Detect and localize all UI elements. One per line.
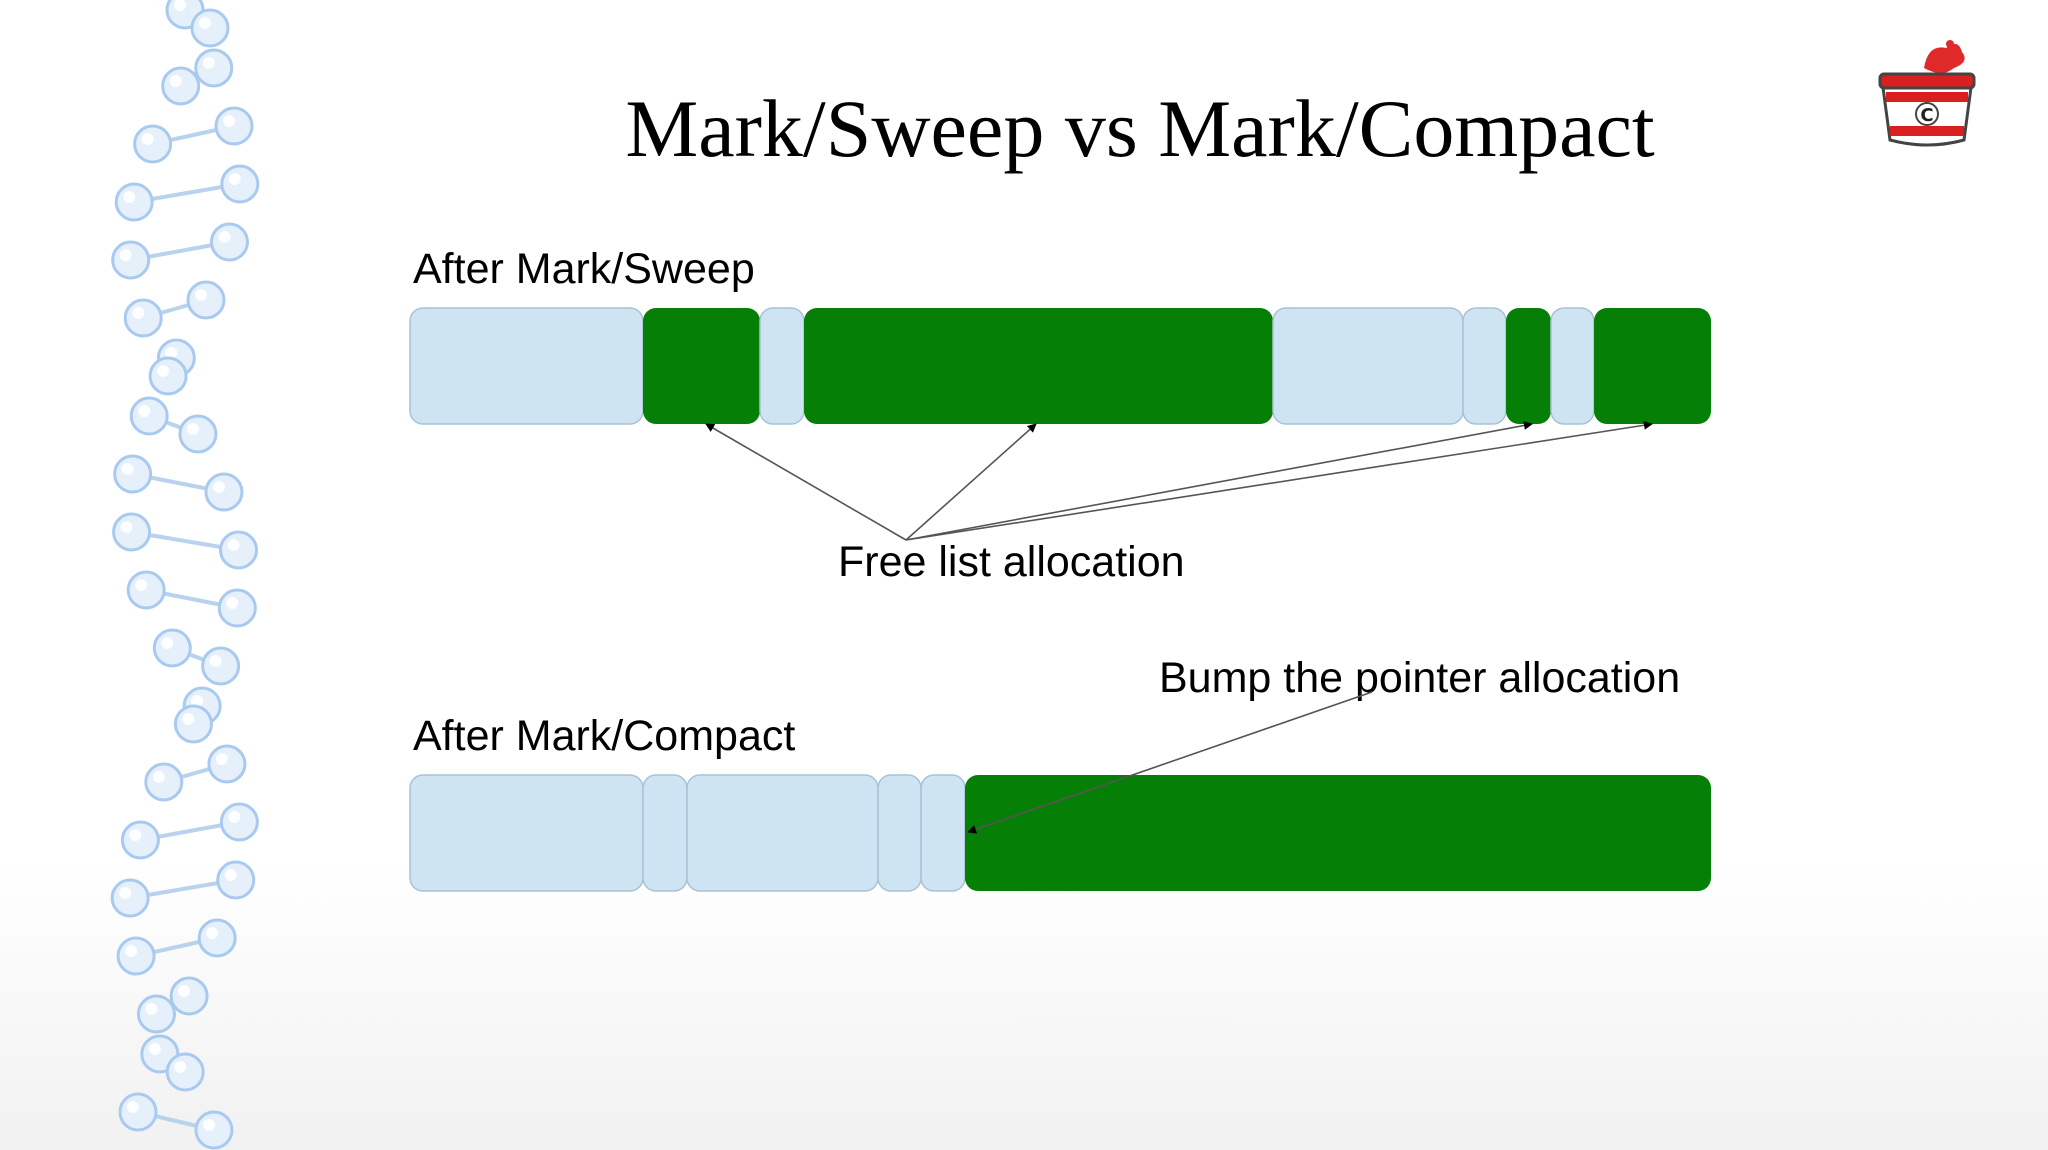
dna-atom-highlight (203, 1119, 215, 1131)
sweep-block-live (1594, 308, 1711, 424)
allocation-arrows (706, 424, 1652, 832)
dna-atom (180, 416, 216, 452)
dna-atom-highlight (120, 249, 132, 261)
dna-atom-highlight (187, 423, 199, 435)
dna-atom (222, 166, 258, 202)
dna-atom (196, 50, 232, 86)
mark-compact-label: After Mark/Compact (413, 715, 795, 758)
dna-atom (113, 242, 149, 278)
compact-block-live (965, 775, 1711, 891)
compact-block-free (643, 775, 687, 891)
dna-atom (150, 358, 186, 394)
dna-atom (154, 630, 190, 666)
dna-atom (131, 398, 167, 434)
dna-atom-highlight (228, 811, 240, 823)
dna-atom-highlight (135, 579, 147, 591)
dna-atom (122, 822, 158, 858)
dna-atom-highlight (199, 17, 211, 29)
dna-atom-highlight (125, 945, 137, 957)
dna-atom (167, 1054, 203, 1090)
dna-atom-highlight (182, 713, 194, 725)
dna-atom (221, 532, 257, 568)
dna-atom-highlight (213, 481, 225, 493)
dna-strand-decoration (100, 0, 330, 1150)
compact-block-free (410, 775, 643, 891)
mark-sweep-heap-row (410, 308, 1711, 424)
dna-atom-highlight (216, 753, 228, 765)
free-list-arrow (706, 424, 906, 540)
slide-title: Mark/Sweep vs Mark/Compact (0, 88, 2048, 170)
dna-atom (118, 938, 154, 974)
dna-atom-highlight (203, 57, 215, 69)
dna-atom-highlight (174, 1061, 186, 1073)
dna-atom-highlight (138, 405, 150, 417)
sweep-block-free (1463, 308, 1506, 424)
dna-atom-highlight (206, 927, 218, 939)
compact-block-free (687, 775, 878, 891)
dna-atom (188, 282, 224, 318)
sweep-block-free (1273, 308, 1463, 424)
dna-atom-highlight (195, 289, 207, 301)
sweep-block-live (1506, 308, 1551, 424)
mark-sweep-label: After Mark/Sweep (413, 248, 755, 291)
dna-atom (112, 880, 148, 916)
dna-atom (209, 746, 245, 782)
dna-atom-highlight (149, 1043, 161, 1055)
free-list-arrow (906, 424, 1532, 540)
free-list-arrow (906, 424, 1036, 540)
sweep-block-free (1551, 308, 1594, 424)
dna-atom (219, 590, 255, 626)
dna-atom (138, 996, 174, 1032)
compact-block-free (878, 775, 921, 891)
dna-atom (203, 648, 239, 684)
dna-atom-highlight (178, 985, 190, 997)
dna-atom-highlight (132, 307, 144, 319)
dna-atom (128, 572, 164, 608)
mark-compact-heap-row (410, 775, 1711, 891)
bump-pointer-allocation-label: Bump the pointer allocation (1159, 657, 1680, 700)
free-list-arrow (906, 424, 1652, 540)
sweep-block-live (643, 308, 760, 424)
dna-atom (116, 184, 152, 220)
dna-atom (120, 1094, 156, 1130)
dna-atom (206, 474, 242, 510)
sweep-block-free (410, 308, 643, 424)
dna-atom-highlight (229, 173, 241, 185)
compact-block-free (921, 775, 965, 891)
dna-atom-highlight (129, 829, 141, 841)
dna-atom (192, 10, 228, 46)
dna-atom-highlight (210, 655, 222, 667)
dna-atom (211, 224, 247, 260)
dna-atom-highlight (121, 521, 133, 533)
dna-atom (196, 1112, 232, 1148)
dna-atom (175, 706, 211, 742)
dna-atom-highlight (161, 637, 173, 649)
dna-atom (125, 300, 161, 336)
dna-atom-highlight (122, 463, 134, 475)
dna-atom (114, 514, 150, 550)
dna-atom-highlight (226, 597, 238, 609)
sweep-block-free (760, 308, 804, 424)
dna-atom-highlight (123, 191, 135, 203)
bump-pointer-arrow (968, 692, 1372, 832)
dna-atom-highlight (119, 887, 131, 899)
dna-atom (221, 804, 257, 840)
dna-atom-highlight (127, 1101, 139, 1113)
dna-atom-highlight (145, 1003, 157, 1015)
dna-atom-highlight (157, 365, 169, 377)
dna-atom (199, 920, 235, 956)
dna-atom (146, 764, 182, 800)
dna-atom-highlight (228, 539, 240, 551)
dna-atom-highlight (153, 771, 165, 783)
dna-atom-highlight (170, 75, 182, 87)
dna-atom (115, 456, 151, 492)
dna-atom (218, 862, 254, 898)
sweep-block-live (804, 308, 1273, 424)
free-list-allocation-label: Free list allocation (838, 541, 1185, 584)
dna-atom (171, 978, 207, 1014)
dna-atom-highlight (218, 231, 230, 243)
dna-atom-highlight (225, 869, 237, 881)
